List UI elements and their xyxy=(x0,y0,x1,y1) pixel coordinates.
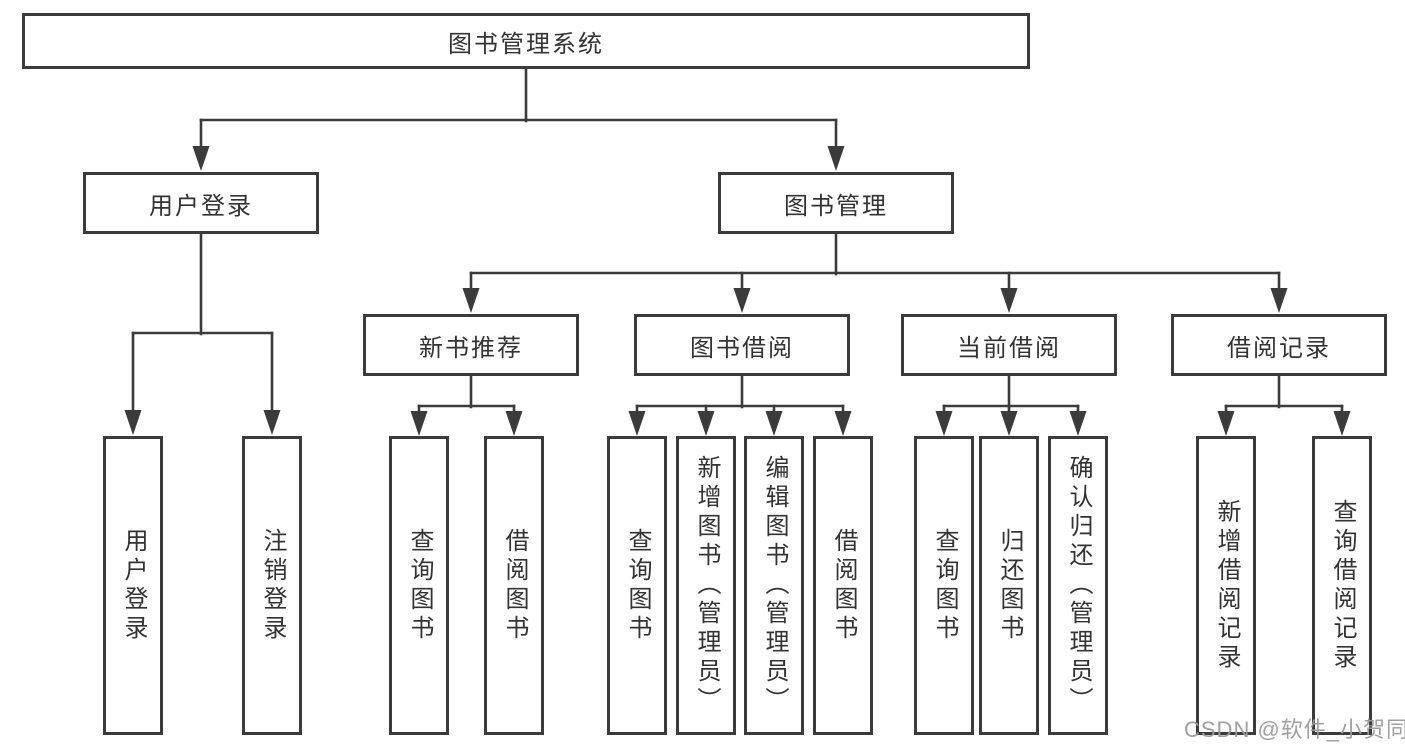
arrowhead-icon xyxy=(263,410,281,435)
node-label: 用户登录 xyxy=(149,192,253,220)
leaf-add-borrow-record: 新增借阅记录 xyxy=(1196,436,1256,735)
leaf-borrow-books: 借阅图书 xyxy=(813,436,873,735)
node-label: 借阅记录 xyxy=(1227,334,1331,362)
node-label: 查询图书 xyxy=(406,527,433,644)
leaf-confirm-return-admin: 确认归还（管理员） xyxy=(1048,436,1108,735)
leaf-query-books-current: 查询图书 xyxy=(914,436,974,735)
arrowhead-icon xyxy=(1333,411,1351,436)
leaf-borrow-books-recommend: 借阅图书 xyxy=(484,436,544,735)
arrowhead-icon xyxy=(935,411,953,436)
node-label: 确认归还（管理员） xyxy=(1065,455,1092,716)
node-label: 图书管理 xyxy=(784,192,888,220)
arrowhead-icon xyxy=(834,411,852,436)
leaf-edit-books-admin: 编辑图书（管理员） xyxy=(744,436,804,735)
node-label: 新书推荐 xyxy=(419,334,523,362)
node-label: 借阅图书 xyxy=(501,527,528,644)
node-new-book-recommend: 新书推荐 xyxy=(363,314,579,376)
leaf-logout-login: 注销登录 xyxy=(242,436,302,735)
node-label: 编辑图书（管理员） xyxy=(761,455,788,716)
csdn-watermark: CSDN @软件_小贺同学 xyxy=(1184,717,1405,742)
leaf-add-books-admin: 新增图书（管理员） xyxy=(676,436,736,735)
arrowhead-icon xyxy=(505,411,523,436)
node-user-login: 用户登录 xyxy=(83,172,319,234)
node-label: 注销登录 xyxy=(259,527,286,644)
node-borrowing-records: 借阅记录 xyxy=(1171,314,1387,376)
arrowhead-icon xyxy=(1270,288,1288,313)
node-label: 查询借阅记录 xyxy=(1329,498,1356,673)
arrowhead-icon xyxy=(192,146,210,171)
arrowhead-icon xyxy=(410,411,428,436)
arrowhead-icon xyxy=(1000,411,1018,436)
arrowhead-icon xyxy=(697,411,715,436)
node-label: 新增借阅记录 xyxy=(1213,498,1240,673)
node-label: 当前借阅 xyxy=(957,334,1061,362)
arrowhead-icon xyxy=(462,288,480,313)
arrowhead-icon xyxy=(827,146,845,171)
node-label: 图书借阅 xyxy=(690,334,794,362)
node-book-management: 图书管理 xyxy=(718,172,954,234)
arrowhead-icon xyxy=(628,411,646,436)
leaf-return-books: 归还图书 xyxy=(979,436,1039,735)
leaf-query-borrow-record: 查询借阅记录 xyxy=(1312,436,1372,735)
arrowhead-icon xyxy=(1217,411,1235,436)
arrowhead-icon xyxy=(1000,288,1018,313)
node-current-borrowing: 当前借阅 xyxy=(901,314,1117,376)
node-label: 借阅图书 xyxy=(830,527,857,644)
node-book-borrowing: 图书借阅 xyxy=(634,314,850,376)
arrowhead-icon xyxy=(733,288,751,313)
node-label: 查询图书 xyxy=(931,527,958,644)
leaf-query-books-recommend: 查询图书 xyxy=(389,436,449,735)
arrowhead-icon xyxy=(765,411,783,436)
node-label: 图书管理系统 xyxy=(448,30,604,58)
arrowhead-icon xyxy=(1069,411,1087,436)
arrowhead-icon xyxy=(124,410,142,435)
node-label: 归还图书 xyxy=(996,527,1023,644)
leaf-user-login: 用户登录 xyxy=(103,436,163,735)
leaf-query-books-borrowing: 查询图书 xyxy=(607,436,667,735)
node-label: 用户登录 xyxy=(120,527,147,644)
node-root: 图书管理系统 xyxy=(22,13,1030,69)
node-label: 新增图书（管理员） xyxy=(693,455,720,716)
node-label: 查询图书 xyxy=(624,527,651,644)
